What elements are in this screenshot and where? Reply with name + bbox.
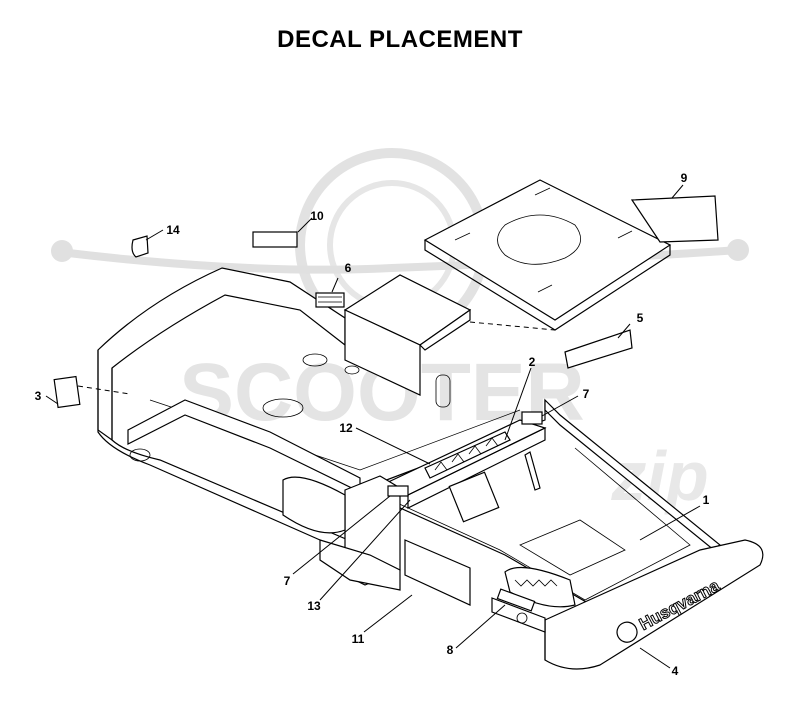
seat-slot-d bbox=[537, 284, 553, 293]
leader-8 bbox=[455, 604, 506, 649]
callout-4: 4 bbox=[672, 664, 679, 678]
decal-14 bbox=[131, 235, 149, 258]
rear-floor-inner bbox=[394, 447, 691, 601]
callout-9: 9 bbox=[681, 171, 688, 185]
decal-8 bbox=[496, 588, 536, 612]
leader-7a bbox=[541, 395, 579, 417]
decal-7-lower bbox=[387, 485, 409, 497]
callout-12: 12 bbox=[339, 421, 353, 435]
callout-labels: 1 2 3 4 5 6 7 7 8 9 10 11 12 13 14 bbox=[35, 171, 710, 678]
floor-slot bbox=[435, 374, 451, 408]
leader-4 bbox=[639, 647, 671, 669]
leader-7b bbox=[292, 495, 391, 575]
seat-slot-b bbox=[454, 232, 471, 241]
hand-grip-teeth bbox=[514, 579, 558, 587]
decal-10 bbox=[252, 231, 298, 248]
floor-hole-small bbox=[302, 353, 328, 367]
decal-7-upper bbox=[521, 411, 543, 425]
callout-8: 8 bbox=[447, 643, 454, 657]
watermark-dot-left bbox=[51, 240, 73, 262]
leader-5 bbox=[617, 323, 631, 339]
center-box-side bbox=[419, 308, 471, 351]
rear-recess bbox=[519, 519, 626, 576]
callout-6: 6 bbox=[345, 261, 352, 275]
decal-5 bbox=[564, 329, 633, 369]
seat-slot-c bbox=[617, 230, 633, 239]
decal-6 bbox=[315, 292, 345, 308]
decal-9 bbox=[630, 195, 719, 243]
callout-10: 10 bbox=[310, 209, 324, 223]
left-side-panel bbox=[97, 267, 346, 442]
leader-2 bbox=[504, 367, 532, 441]
leader-12 bbox=[355, 427, 431, 465]
callout-1: 1 bbox=[703, 493, 710, 507]
center-box-front bbox=[344, 309, 421, 396]
callout-3: 3 bbox=[35, 389, 42, 403]
leader-14 bbox=[145, 229, 164, 241]
leader-lines bbox=[45, 184, 701, 669]
callout-14: 14 bbox=[166, 223, 180, 237]
callout-7-lower: 7 bbox=[284, 574, 291, 588]
decals bbox=[53, 195, 719, 612]
console-decal-plate bbox=[448, 471, 500, 523]
left-fender-curve bbox=[97, 350, 361, 561]
left-wheel-hub bbox=[129, 448, 151, 462]
page-title: DECAL PLACEMENT bbox=[277, 26, 523, 53]
leader-9 bbox=[671, 184, 684, 199]
seat-slot-a bbox=[534, 187, 551, 196]
leader-1 bbox=[639, 505, 701, 541]
callout-7-upper: 7 bbox=[583, 387, 590, 401]
floor-hole-large bbox=[262, 398, 304, 418]
leader-6 bbox=[331, 277, 339, 293]
control-console-face bbox=[407, 427, 546, 509]
leader-10 bbox=[297, 217, 313, 233]
leader-11 bbox=[363, 594, 413, 633]
callout-13: 13 bbox=[307, 599, 321, 613]
callout-11: 11 bbox=[352, 632, 365, 646]
bracket-bolt bbox=[516, 612, 528, 624]
console-lever bbox=[524, 451, 541, 491]
leader-13 bbox=[319, 499, 411, 601]
decal-11-panel bbox=[404, 539, 471, 606]
leader-3 bbox=[45, 395, 59, 405]
callout-5: 5 bbox=[637, 311, 644, 325]
floor-hole-tiny bbox=[344, 365, 360, 375]
seat-cutout bbox=[497, 214, 582, 265]
watermark-dot-right bbox=[727, 239, 749, 261]
callout-2: 2 bbox=[529, 355, 536, 369]
husqvarna-crown-icon bbox=[616, 621, 638, 643]
left-foot bbox=[319, 539, 401, 591]
decal-2-warning-icons bbox=[434, 437, 499, 471]
decal-3 bbox=[53, 375, 81, 409]
decal-2-warning-strip bbox=[424, 431, 511, 479]
left-bumper bbox=[282, 476, 346, 534]
front-deck-shield bbox=[544, 539, 764, 670]
seat-mount-dash bbox=[469, 321, 556, 331]
